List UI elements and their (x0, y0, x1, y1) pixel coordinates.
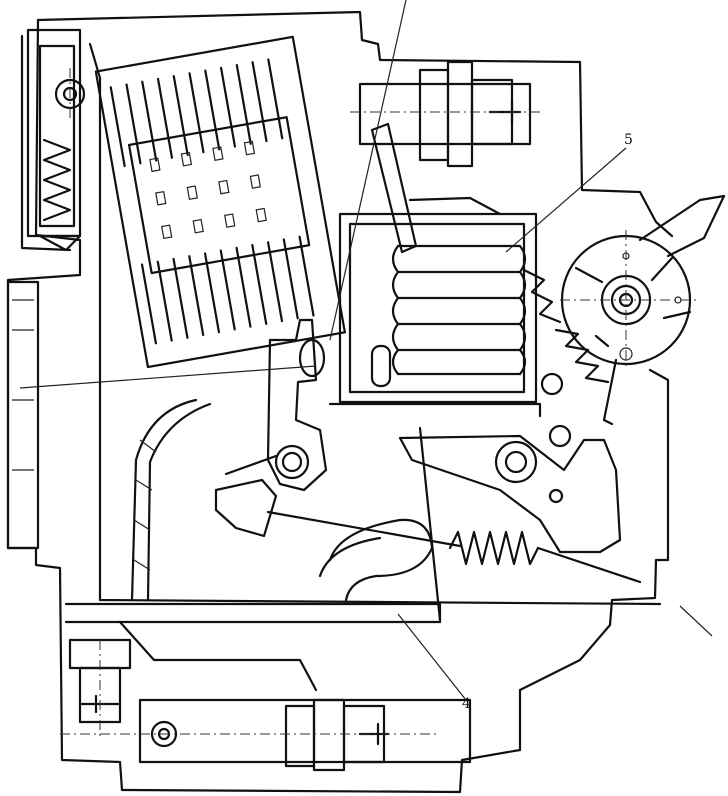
housing-outline (6, 10, 674, 794)
trip-spring (266, 510, 642, 584)
handle-springs (522, 268, 618, 426)
arc-chute-slots (149, 140, 267, 240)
trip-mechanism (398, 424, 622, 622)
top-terminal (350, 60, 540, 168)
solenoid-coil (328, 122, 542, 418)
arc-chute-plates (109, 58, 315, 345)
rotary-handle (560, 194, 726, 370)
callout-5: 5 (624, 132, 633, 148)
callout-4: 4 (462, 696, 471, 712)
arc-chute (94, 35, 346, 369)
bottom-terminal (60, 602, 472, 772)
contact-lever (214, 318, 328, 538)
flexible-conductor (130, 398, 434, 602)
thermal-strip (26, 28, 86, 252)
leader-lines (19, 0, 713, 701)
